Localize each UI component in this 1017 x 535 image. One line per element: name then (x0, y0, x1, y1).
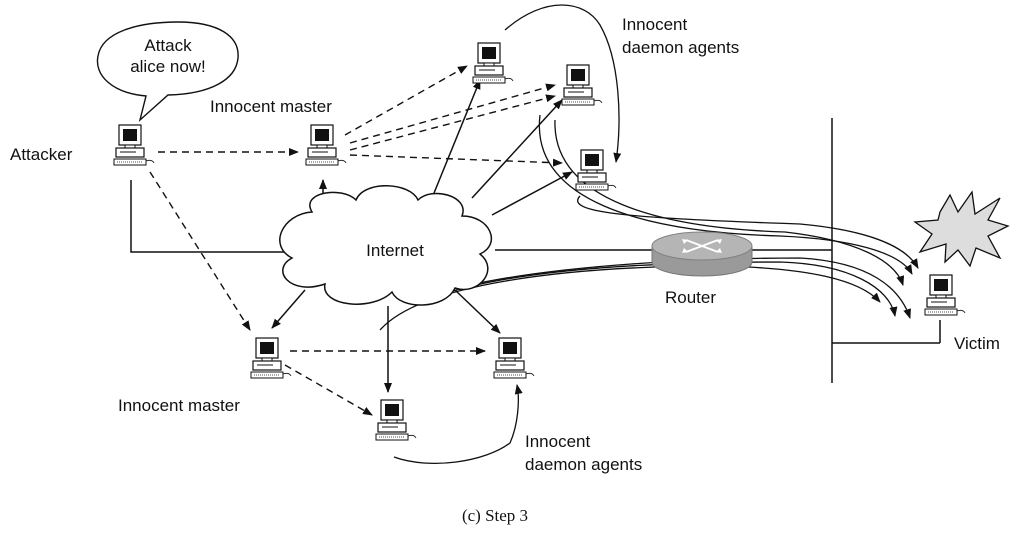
internet-to-daemon-bottom-2 (454, 289, 501, 334)
speech-line-2: alice now! (130, 57, 206, 76)
attacker-computer-icon (113, 124, 155, 166)
speech-line-1: Attack (144, 36, 192, 55)
master-top-computer-icon (305, 124, 347, 166)
daemon-top-2-computer-icon (561, 64, 603, 106)
attacker-label: Attacker (10, 145, 73, 164)
internet-label: Internet (366, 241, 424, 260)
internet-to-daemon-top-1 (431, 79, 481, 199)
speech-bubble (96, 21, 239, 123)
flow-daemon-bottom-c (469, 257, 911, 319)
daemon-bottom-label-line-2: daemon agents (525, 455, 642, 474)
flow-daemon-top-a (538, 114, 913, 275)
daemon-top-label-line-1: Innocent (622, 15, 687, 34)
attacker-internet-link (130, 180, 285, 253)
attacker-to-master-bottom (149, 171, 251, 331)
flow-daemon-top-c (577, 195, 919, 269)
victim-computer-icon (924, 274, 966, 316)
daemon-top-3-computer-icon (575, 149, 617, 191)
master-bottom-label: Innocent master (118, 396, 240, 415)
master-top-label: Innocent master (210, 97, 332, 116)
daemon-bottom-coordination (393, 384, 523, 465)
explosion-icon (913, 190, 1010, 268)
daemon-top-1-computer-icon (472, 42, 514, 84)
router-label: Router (665, 288, 716, 307)
daemon-top-label-line-2: daemon agents (622, 38, 739, 57)
internet-cloud-icon (279, 185, 492, 306)
daemon-bottom-2-computer-icon (375, 399, 417, 441)
daemon-top-coordination (504, 4, 622, 163)
internet-to-daemon-top-3 (491, 171, 573, 216)
victim-label: Victim (954, 334, 1000, 353)
daemon-bottom-label-line-1: Innocent (525, 432, 590, 451)
router-icon (651, 231, 753, 277)
master-bottom-computer-icon (250, 337, 292, 379)
solid-links (130, 79, 941, 393)
internet-to-master-bottom (271, 289, 306, 329)
daemon-bottom-1-computer-icon (493, 337, 535, 379)
figure-caption: (c) Step 3 (462, 506, 528, 525)
flow-daemon-top-b (554, 119, 905, 286)
master-top-to-daemon-4 (349, 154, 563, 167)
master-bottom-to-daemon-2 (284, 364, 373, 416)
internet-to-daemon-top-2 (471, 99, 563, 199)
dashed-links (149, 65, 563, 416)
